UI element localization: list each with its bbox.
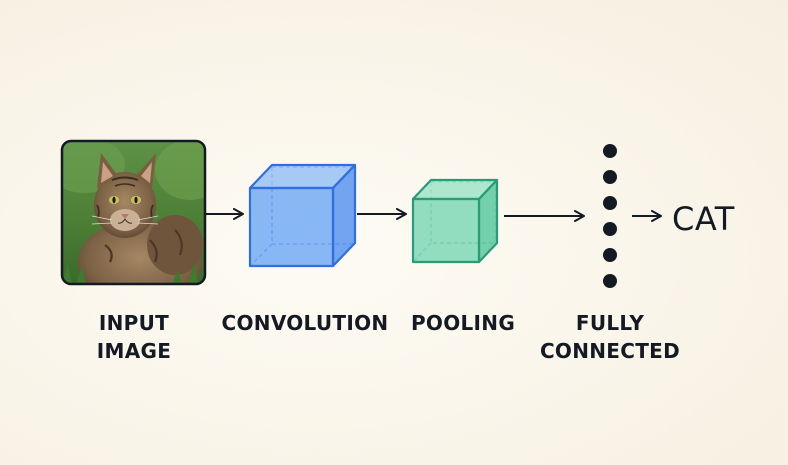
label-convolution: CONVOLUTION xyxy=(220,309,390,337)
fc-node xyxy=(603,274,617,288)
label-fully-connected: FULLY CONNECTED xyxy=(535,309,685,365)
fc-node xyxy=(603,222,617,236)
label-input-image: INPUT IMAGE xyxy=(82,309,186,365)
label-line: INPUT xyxy=(98,311,170,335)
label-line: FULLY xyxy=(575,311,645,335)
fc-node xyxy=(603,170,617,184)
label-line: CONVOLUTION xyxy=(221,311,389,335)
fc-node xyxy=(603,196,617,210)
convolution-cube xyxy=(248,163,357,268)
label-line: IMAGE xyxy=(96,339,172,363)
fc-node xyxy=(603,248,617,262)
fc-node xyxy=(603,144,617,158)
label-line: CONNECTED xyxy=(539,339,681,363)
pooling-cube xyxy=(411,178,499,264)
fully-connected-nodes xyxy=(603,144,617,288)
label-pooling: POOLING xyxy=(408,309,518,337)
input-image xyxy=(60,139,207,286)
output-label: CAT xyxy=(672,200,735,238)
label-line: POOLING xyxy=(410,311,516,335)
